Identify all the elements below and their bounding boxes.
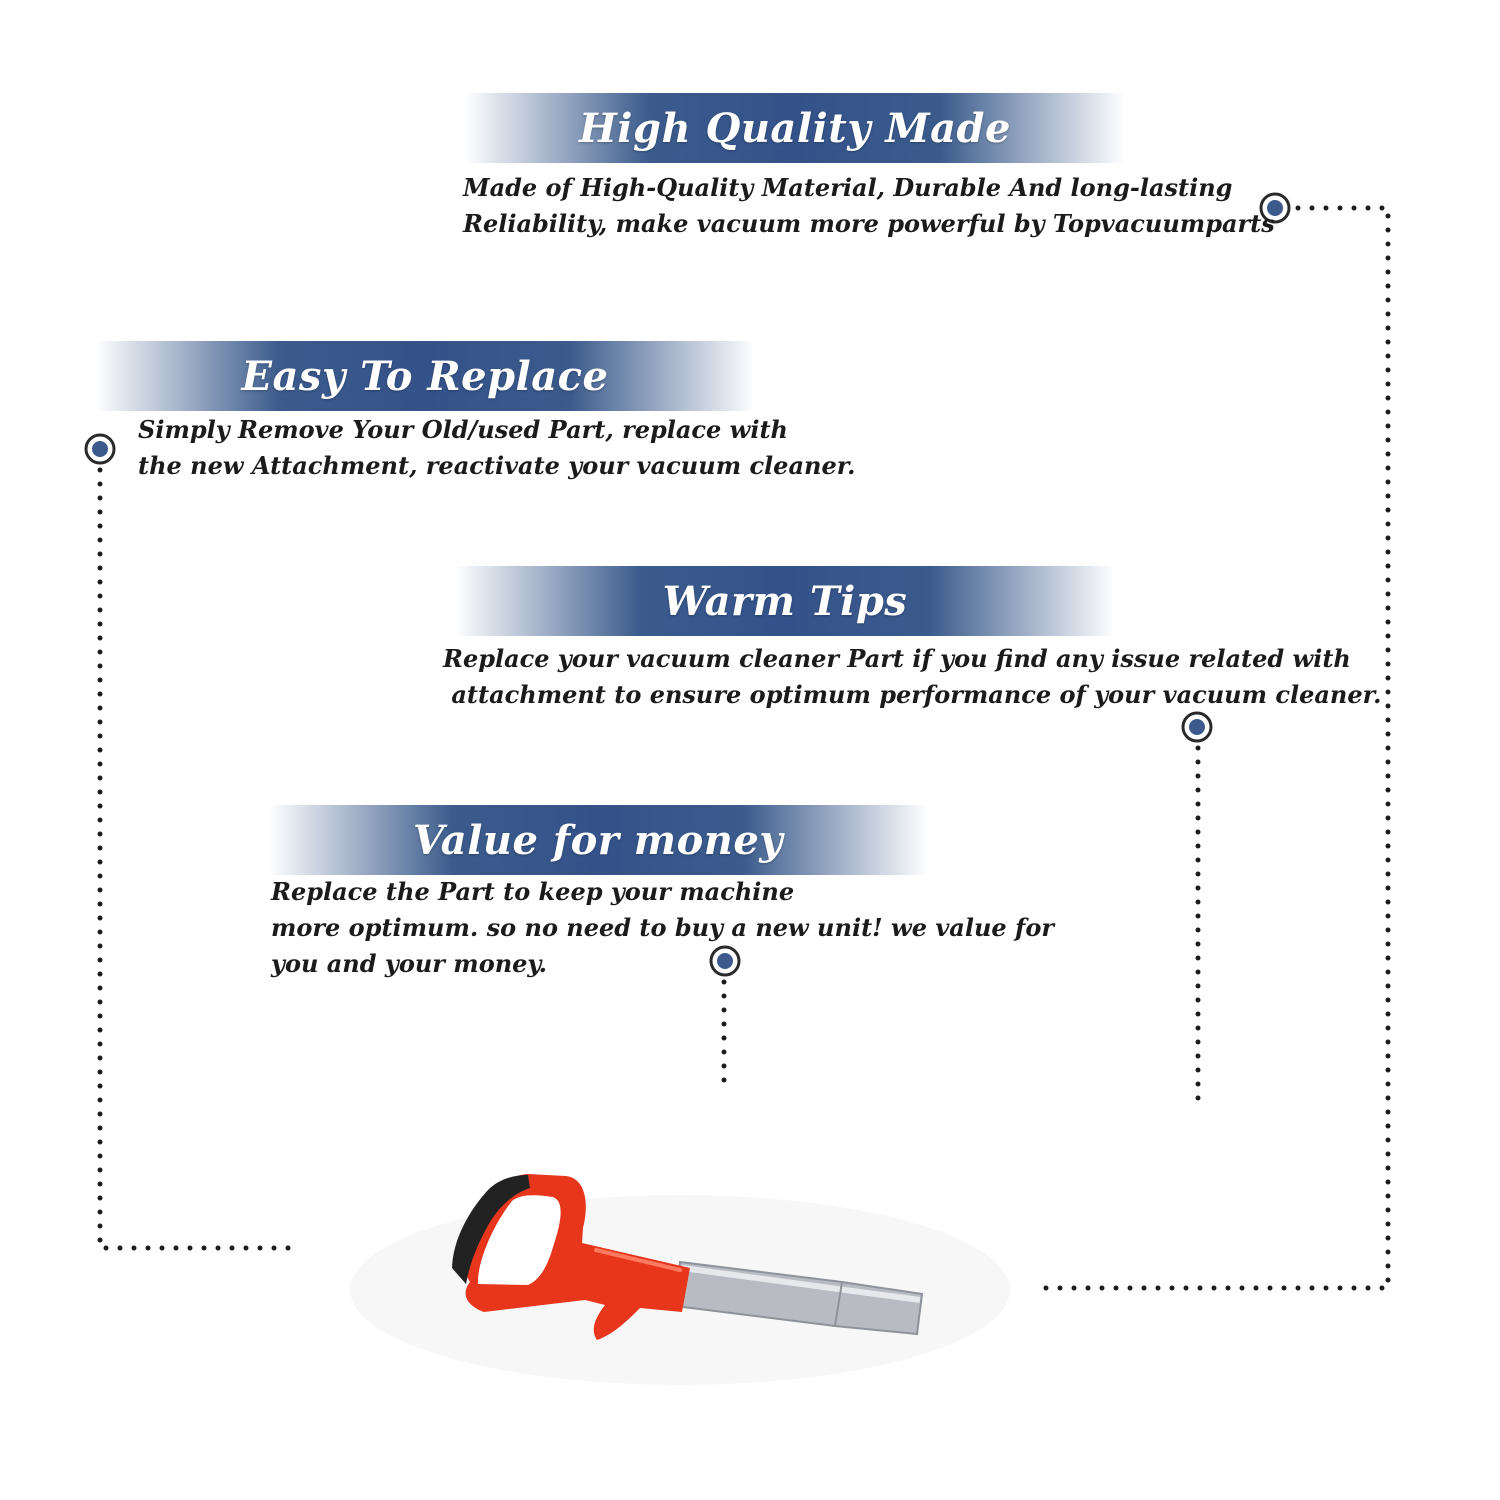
section-description: Made of High-Quality Material, Durable A… — [463, 170, 1275, 242]
description-line: attachment to ensure optimum performance… — [443, 680, 1382, 709]
description-line: Reliability, make vacuum more powerful b… — [463, 209, 1275, 238]
description-line: Simply Remove Your Old/used Part, replac… — [138, 415, 788, 444]
section-description: Replace your vacuum cleaner Part if you … — [443, 641, 1381, 713]
description-line: Replace your vacuum cleaner Part if you … — [443, 644, 1351, 673]
section-title: Warm Tips — [662, 577, 908, 625]
section-title: Easy To Replace — [241, 352, 609, 400]
description-line: Made of High-Quality Material, Durable A… — [463, 173, 1233, 202]
section-title: High Quality Made — [579, 104, 1011, 152]
dotted-connector-line — [97, 467, 299, 1251]
description-line: you and your money. — [271, 949, 547, 978]
bullet-marker-icon — [84, 433, 116, 465]
vacuum-handle-image — [350, 1174, 1010, 1385]
bullet-marker-icon — [1181, 711, 1213, 743]
section-description: Simply Remove Your Old/used Part, replac… — [138, 412, 856, 484]
section-banner-value-money: Value for money — [268, 805, 928, 875]
section-banner-easy-replace: Easy To Replace — [95, 341, 755, 411]
dotted-connector-line — [1035, 205, 1391, 1291]
section-title: Value for money — [412, 816, 784, 864]
description-line: the new Attachment, reactivate your vacu… — [138, 451, 856, 480]
section-banner-high-quality: High Quality Made — [465, 93, 1125, 163]
section-description: Replace the Part to keep your machine mo… — [271, 874, 1054, 982]
bullet-marker-icon — [709, 945, 741, 977]
bullet-marker-icon — [1259, 192, 1291, 224]
description-line: more optimum. so no need to buy a new un… — [271, 913, 1054, 942]
section-banner-warm-tips: Warm Tips — [455, 566, 1115, 636]
description-line: Replace the Part to keep your machine — [271, 877, 795, 906]
